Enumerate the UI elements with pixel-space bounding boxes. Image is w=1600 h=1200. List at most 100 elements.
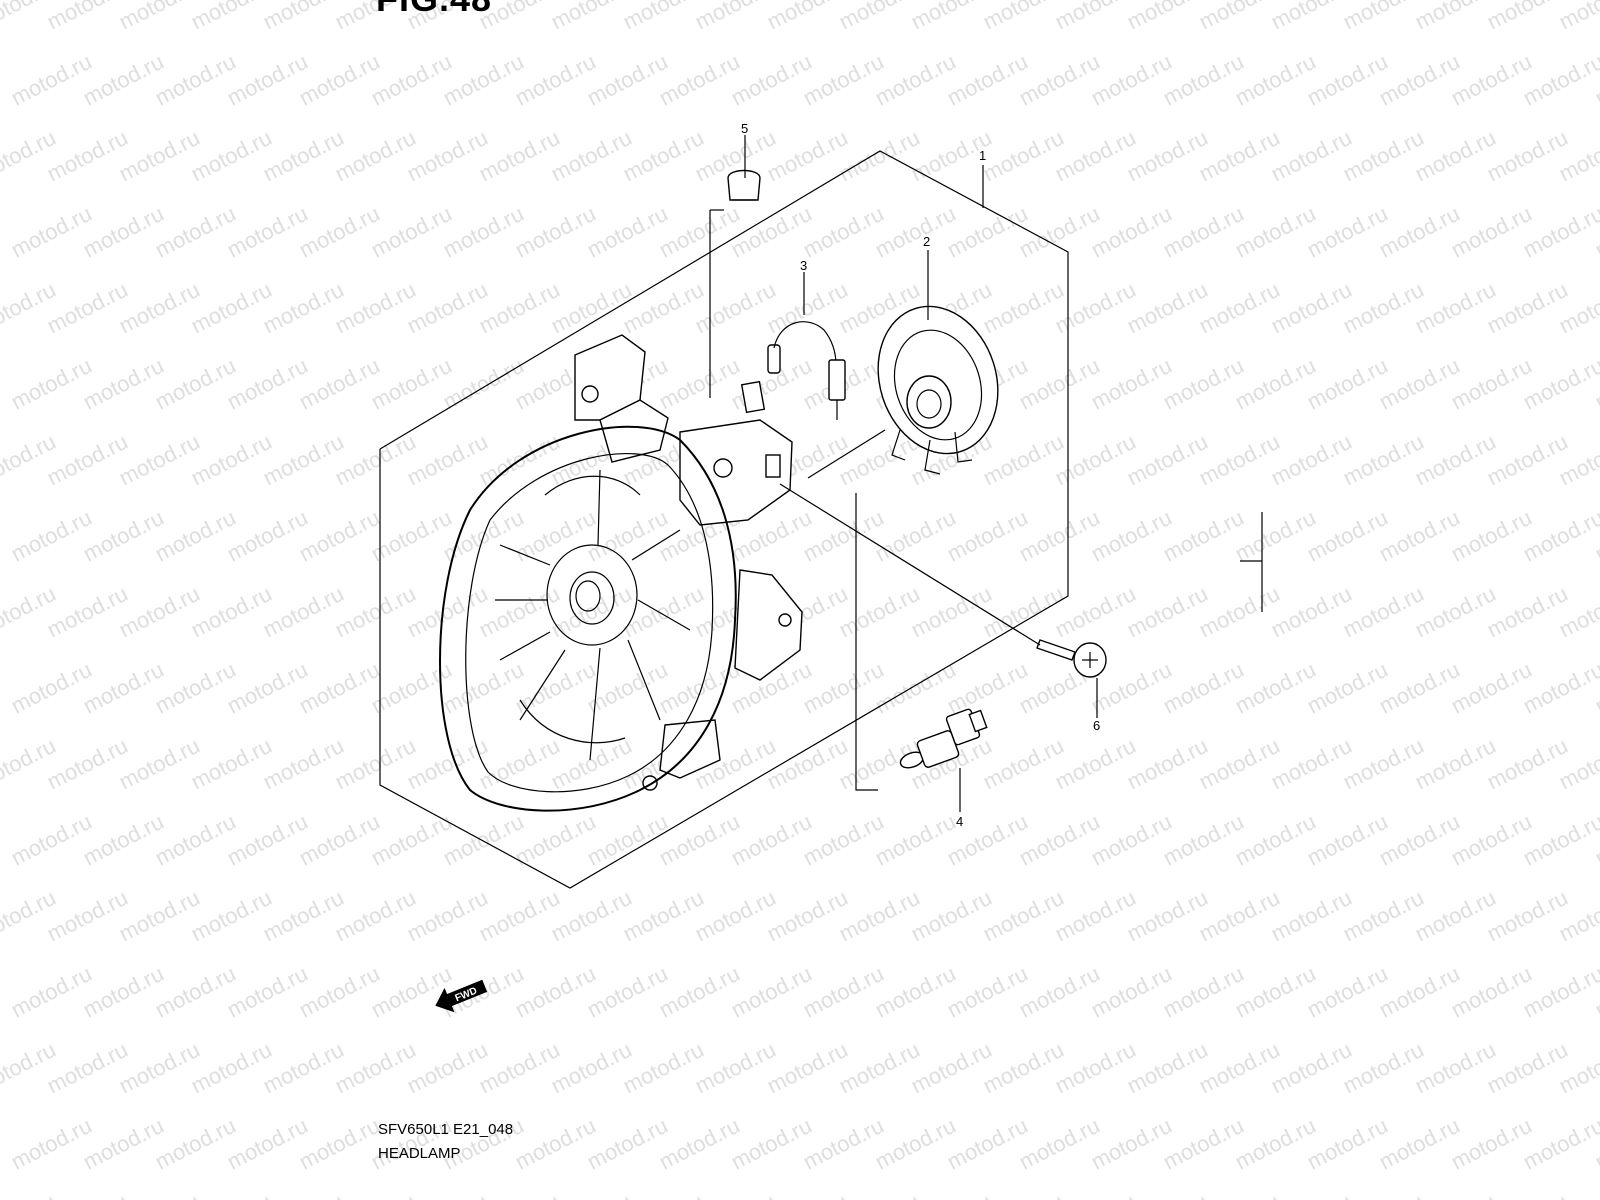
- watermark-text: motod.ru: [655, 201, 744, 263]
- watermark-text: motod.ru: [403, 1189, 492, 1200]
- watermark-text: motod.ru: [1339, 429, 1428, 491]
- watermark-text: motod.ru: [439, 201, 528, 263]
- watermark-text: motod.ru: [1303, 201, 1392, 263]
- watermark-text: motod.ru: [43, 277, 132, 339]
- watermark-text: motod.ru: [943, 505, 1032, 567]
- watermark-text: motod.ru: [259, 885, 348, 947]
- watermark-text: motod.ru: [1231, 201, 1320, 263]
- watermark-text: motod.ru: [763, 885, 852, 947]
- watermark-text: motod.ru: [1231, 657, 1320, 719]
- watermark-text: motod.ru: [1483, 1189, 1572, 1200]
- watermark-text: motod.ru: [871, 961, 960, 1023]
- watermark-text: motod.ru: [1375, 657, 1464, 719]
- watermark-text: motod.ru: [799, 961, 888, 1023]
- watermark-text: motod.ru: [1519, 49, 1600, 111]
- watermark-text: motod.ru: [475, 277, 564, 339]
- watermark-text: motod.ru: [1375, 201, 1464, 263]
- watermark-text: motod.ru: [1375, 809, 1464, 871]
- watermark-text: motod.ru: [43, 429, 132, 491]
- watermark-text: motod.ru: [799, 201, 888, 263]
- watermark-text: motod.ru: [799, 49, 888, 111]
- watermark-text: motod.ru: [655, 1113, 744, 1175]
- watermark-text: motod.ru: [115, 581, 204, 643]
- watermark-text: motod.ru: [1159, 49, 1248, 111]
- watermark-text: motod.ru: [763, 1037, 852, 1099]
- watermark-text: motod.ru: [1231, 961, 1320, 1023]
- watermark-text: motod.ru: [1123, 277, 1212, 339]
- watermark-text: motod.ru: [583, 961, 672, 1023]
- watermark-text: motod.ru: [1195, 429, 1284, 491]
- watermark-text: motod.ru: [223, 809, 312, 871]
- watermark-text: motod.ru: [79, 505, 168, 567]
- watermark-text: motod.ru: [7, 809, 96, 871]
- watermark-text: motod.ru: [115, 733, 204, 795]
- watermark-text: motod.ru: [547, 125, 636, 187]
- watermark-text: motod.ru: [367, 49, 456, 111]
- watermark-text: motod.ru: [763, 277, 852, 339]
- watermark-text: motod.ru: [367, 809, 456, 871]
- watermark-text: motod.ru: [1483, 733, 1572, 795]
- watermark-text: motod.ru: [259, 733, 348, 795]
- watermark-text: motod.ru: [259, 277, 348, 339]
- watermark-text: motod.ru: [151, 961, 240, 1023]
- watermark-text: motod.ru: [1303, 49, 1392, 111]
- watermark-text: motod.ru: [1123, 733, 1212, 795]
- callout-6: 6: [1093, 718, 1100, 733]
- watermark-text: motod.ru: [7, 657, 96, 719]
- watermark-text: motod.ru: [547, 277, 636, 339]
- watermark-text: motod.ru: [1051, 429, 1140, 491]
- watermark-text: motod.ru: [979, 581, 1068, 643]
- watermark-text: motod.ru: [1087, 961, 1176, 1023]
- watermark-text: motod.ru: [1123, 1189, 1212, 1200]
- watermark-text: motod.ru: [1159, 353, 1248, 415]
- watermark-text: motod.ru: [331, 277, 420, 339]
- watermark-text: motod.ru: [1339, 1189, 1428, 1200]
- watermark-text: motod.ru: [331, 125, 420, 187]
- watermark-text: motod.ru: [1087, 49, 1176, 111]
- watermark-text: motod.ru: [331, 885, 420, 947]
- watermark-text: motod.ru: [331, 429, 420, 491]
- callout-2: 2: [923, 234, 930, 249]
- watermark-text: motod.ru: [79, 1113, 168, 1175]
- watermark-text: motod.ru: [799, 1113, 888, 1175]
- watermark-text: motod.ru: [655, 49, 744, 111]
- watermark-text: motod.ru: [907, 1037, 996, 1099]
- watermark-text: motod.ru: [583, 1113, 672, 1175]
- watermark-text: motod.ru: [1267, 581, 1356, 643]
- part-3-socket-wire: [740, 321, 846, 420]
- callout-3: 3: [800, 258, 807, 273]
- watermark-text: motod.ru: [907, 885, 996, 947]
- watermark-text: motod.ru: [691, 1189, 780, 1200]
- watermark-text: motod.ru: [1015, 505, 1104, 567]
- watermark-text: motod.ru: [475, 1189, 564, 1200]
- watermark-text: motod.ru: [1267, 1037, 1356, 1099]
- watermark-text: motod.ru: [547, 1189, 636, 1200]
- watermark-text: motod.ru: [7, 201, 96, 263]
- watermark-text: motod.ru: [79, 353, 168, 415]
- watermark-text: motod.ru: [1051, 885, 1140, 947]
- watermark-text: motod.ru: [223, 353, 312, 415]
- watermark-text: motod.ru: [1339, 1037, 1428, 1099]
- watermark-text: motod.ru: [1159, 809, 1248, 871]
- watermark-text: motod.ru: [619, 1037, 708, 1099]
- watermark-text: motod.ru: [1411, 581, 1500, 643]
- watermark-text: motod.ru: [367, 353, 456, 415]
- watermark-text: motod.ru: [1267, 885, 1356, 947]
- watermark-text: motod.ru: [799, 505, 888, 567]
- callout-5: 5: [741, 121, 748, 136]
- watermark-text: motod.ru: [871, 505, 960, 567]
- watermark-text: motod.ru: [475, 885, 564, 947]
- watermark-text: motod.ru: [727, 201, 816, 263]
- watermark-text: motod.ru: [295, 353, 384, 415]
- part-5-position-bulb: [727, 169, 761, 201]
- watermark-text: motod.ru: [331, 1189, 420, 1200]
- watermark-text: motod.ru: [1087, 1113, 1176, 1175]
- watermark-text: motod.ru: [1051, 125, 1140, 187]
- watermark-text: motod.ru: [835, 885, 924, 947]
- watermark-text: motod.ru: [763, 733, 852, 795]
- watermark-text: motod.ru: [547, 581, 636, 643]
- callout-4: 4: [956, 814, 963, 829]
- watermark-text: motod.ru: [1411, 125, 1500, 187]
- watermark-text: motod.ru: [727, 49, 816, 111]
